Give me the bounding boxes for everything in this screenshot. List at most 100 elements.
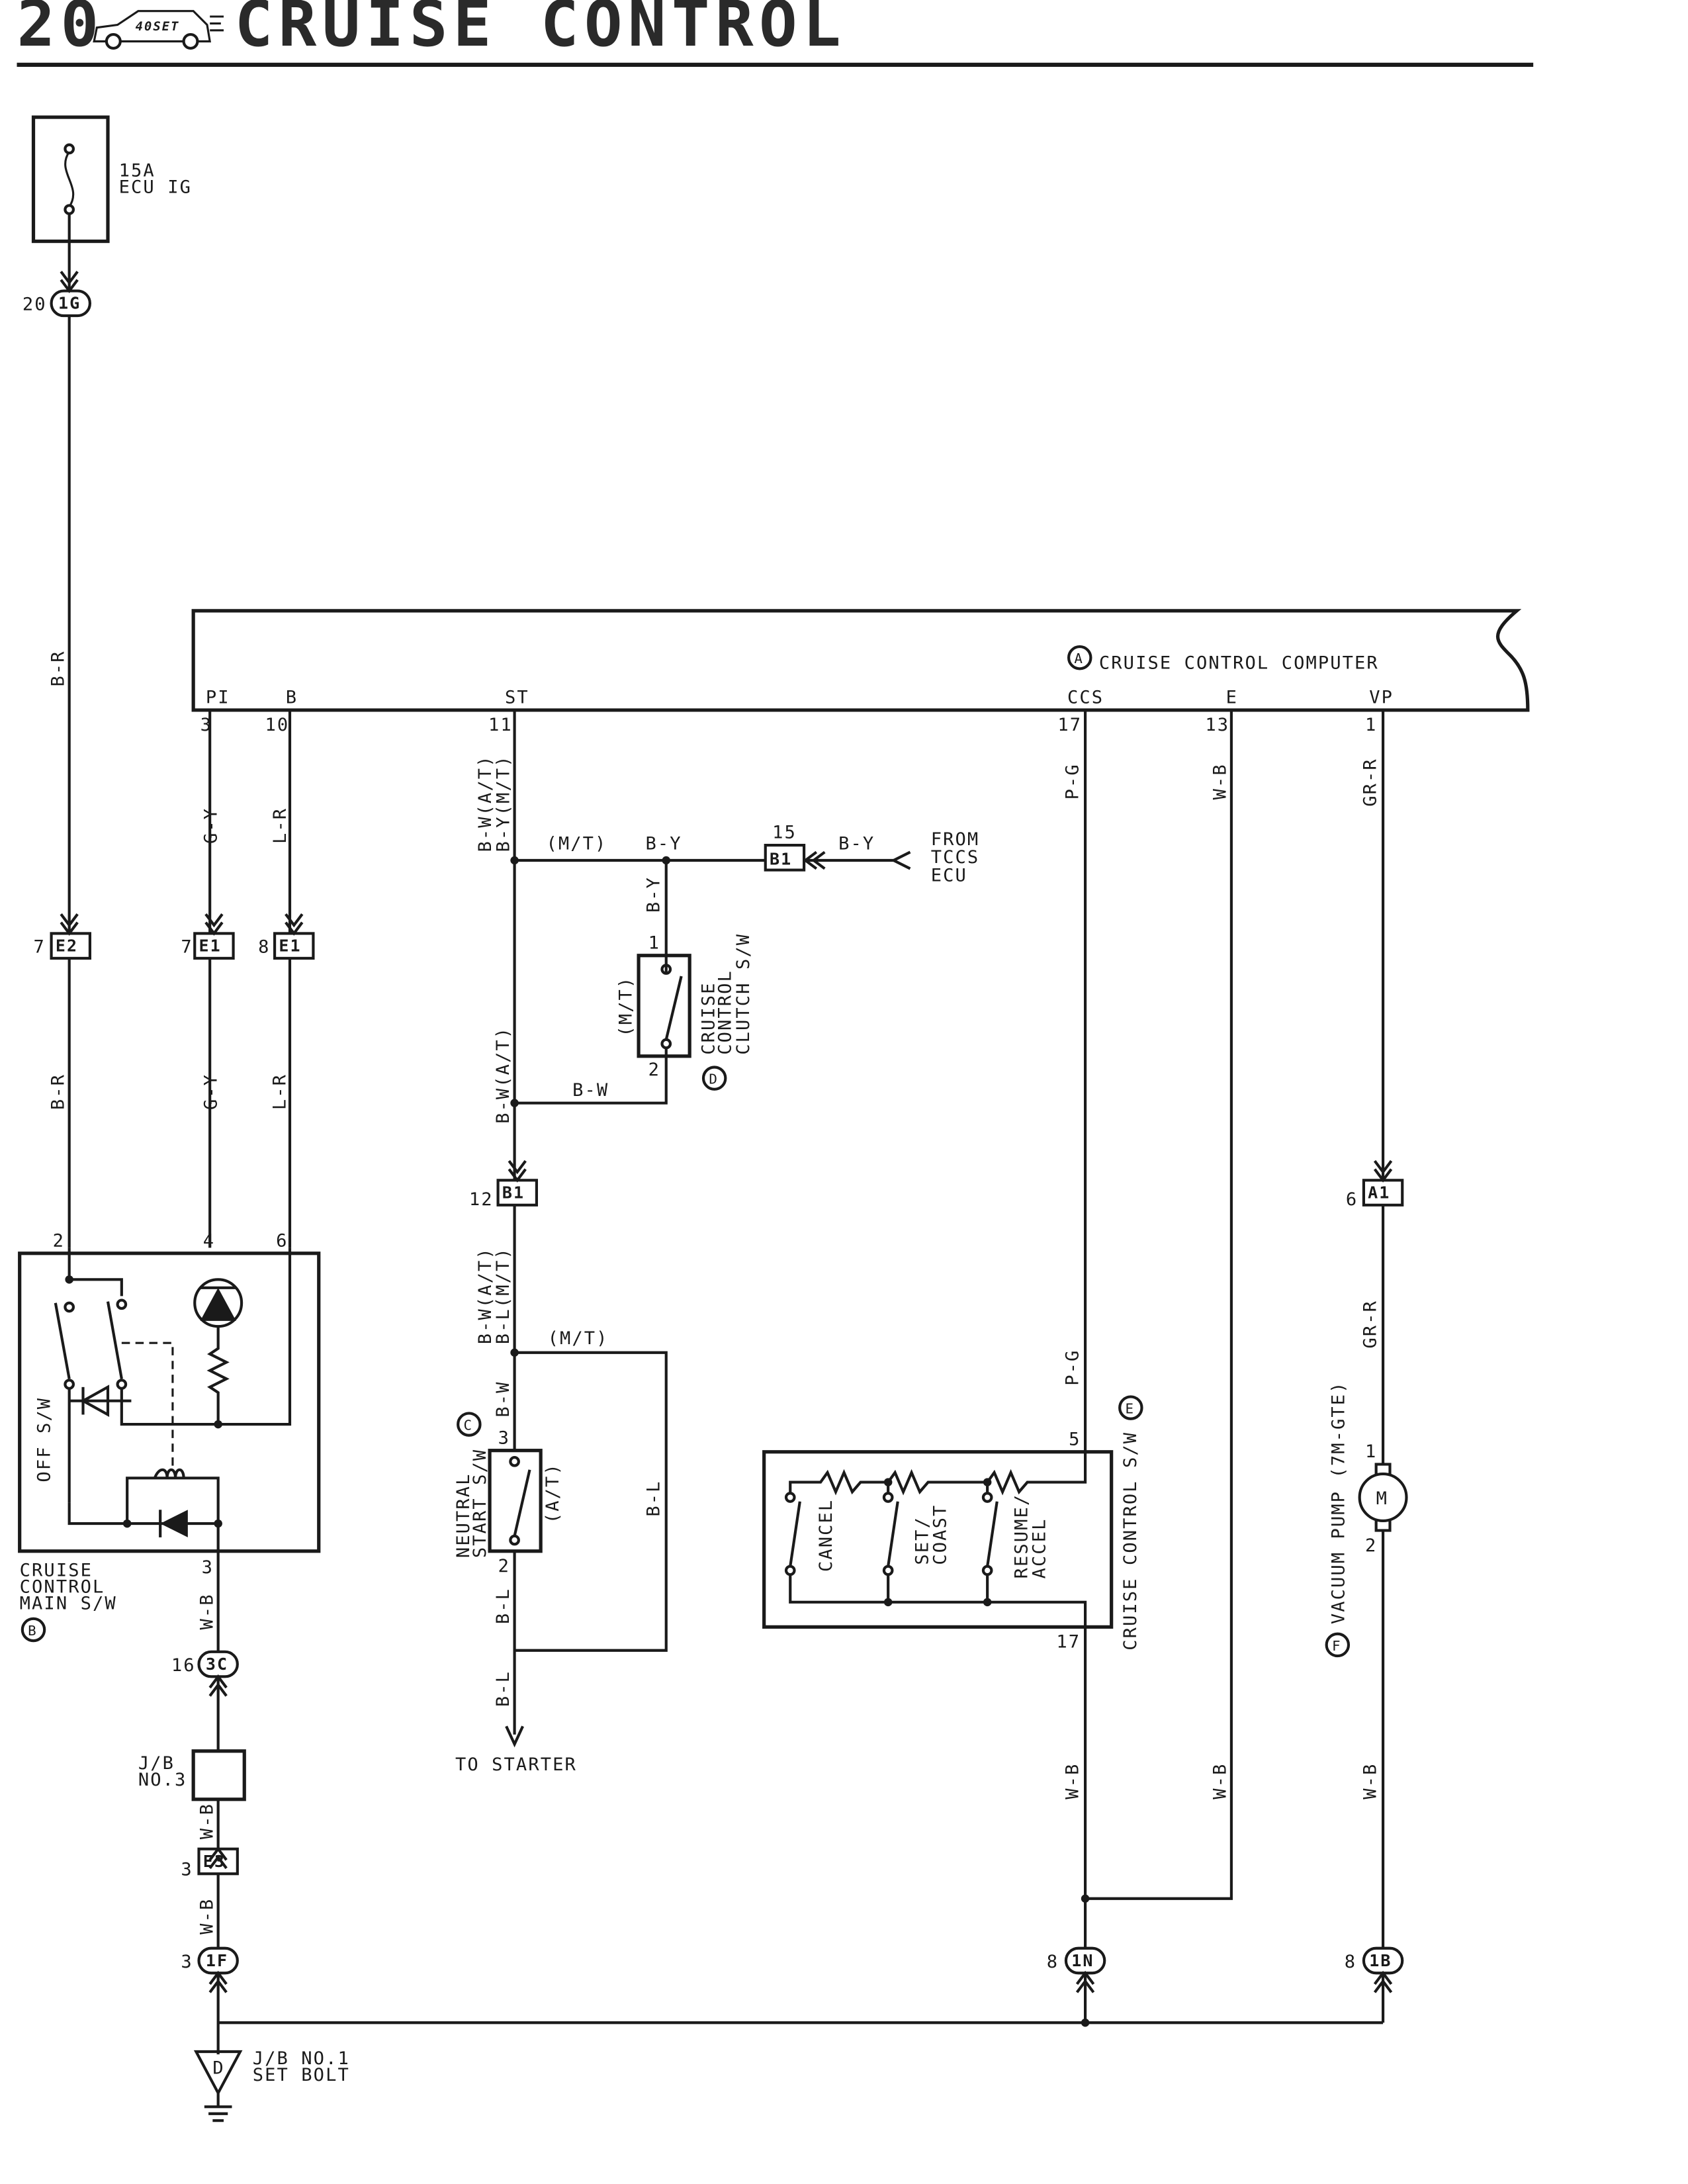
diagram-label: MAIN S/W bbox=[20, 1593, 117, 1614]
wire-label: B-W(A/T) bbox=[475, 1247, 496, 1344]
diagram-label: CRUISE bbox=[699, 981, 719, 1054]
pin-name-vp: VP bbox=[1369, 688, 1394, 708]
wires bbox=[67, 241, 1385, 2055]
chevron-icon bbox=[208, 1970, 228, 1993]
wire-label: B-Y bbox=[643, 876, 664, 913]
neutral-start-switch: 32 (A/T) NEUTRAL START S/W C TO STARTER bbox=[453, 1412, 576, 1775]
diagram-label: E bbox=[1126, 1400, 1135, 1416]
pin-name-pi: PI bbox=[206, 688, 230, 708]
chevron-icon bbox=[1373, 1970, 1393, 1993]
connector-e2: E27 bbox=[34, 932, 92, 960]
diagram-label: CONTROL bbox=[715, 970, 736, 1055]
diagram-label: E1 bbox=[199, 936, 222, 956]
diagram-label: ACCEL bbox=[1030, 1518, 1050, 1578]
wire-label: B-R bbox=[48, 1073, 68, 1110]
arrow-to-starter-icon bbox=[505, 1725, 524, 1748]
diagram-label: 3 bbox=[181, 1952, 193, 1972]
wire-label: B-W(A/T) bbox=[493, 1026, 513, 1124]
chevron-icon bbox=[1373, 1160, 1393, 1183]
wire-label: W-B bbox=[1360, 1763, 1381, 1799]
diagram-label: M bbox=[1376, 1488, 1388, 1509]
wire-label: (M/T) bbox=[548, 1328, 609, 1349]
connector-e3: E33 bbox=[181, 1847, 239, 1880]
diagram-label: J/B bbox=[138, 1753, 175, 1774]
wire-label: GR-R bbox=[1360, 1300, 1381, 1349]
pin-num-ccs: 17 bbox=[1057, 715, 1082, 735]
wire-label: B-Y bbox=[646, 833, 682, 854]
diagram-label: (A/T) bbox=[543, 1463, 563, 1524]
pin-num-st: 11 bbox=[488, 715, 513, 735]
chevron-icon bbox=[1075, 1970, 1095, 1993]
diagram-label: 4 bbox=[203, 1230, 215, 1251]
wire-label: L-R bbox=[270, 807, 290, 844]
diagram-label: 20 bbox=[22, 295, 47, 315]
wire-label: B-W bbox=[493, 1381, 513, 1417]
diagram-label: 12 bbox=[469, 1189, 494, 1210]
page-title: CRUISE CONTROL bbox=[235, 0, 846, 61]
connector-chevron-icons bbox=[60, 271, 1393, 1993]
diagram-label: 8 bbox=[1345, 1952, 1356, 1972]
diagram-label: 2 bbox=[498, 1556, 510, 1576]
diagram-label: OFF S/W bbox=[34, 1397, 54, 1482]
diagram-label: 1B bbox=[1369, 1951, 1392, 1970]
diagram-label: 6 bbox=[1346, 1189, 1358, 1210]
diagram-label: 8 bbox=[258, 937, 270, 958]
diagram-label: 8 bbox=[1047, 1952, 1059, 1972]
diagram-label: CLUTCH S/W bbox=[733, 933, 754, 1055]
diagram-label: CONTROL bbox=[20, 1576, 105, 1597]
fuse-name: ECU IG bbox=[119, 177, 192, 198]
wire-label: B-L(M/T) bbox=[493, 1247, 513, 1344]
car-logo: 40SET bbox=[93, 10, 224, 50]
chevron-icon bbox=[60, 913, 79, 936]
fuse-ecu-ig: 15A ECU IG bbox=[31, 115, 192, 244]
motor-icon bbox=[1358, 1473, 1408, 1522]
vacuum-pump: M 12 VACUUM PUMP (7M-GTE) F bbox=[1325, 1381, 1408, 1658]
diagram-label: NEUTRAL bbox=[453, 1473, 474, 1558]
from-tccs-label: FROM bbox=[931, 829, 980, 850]
diagram-label: RESUME/ bbox=[1012, 1494, 1032, 1579]
computer-letter: A bbox=[1074, 651, 1084, 666]
clutch-switch: 12 (M/T) CRUISE CONTROL CLUTCH S/W D bbox=[616, 933, 754, 1091]
diagram-label: 6 bbox=[276, 1230, 288, 1251]
pin-name-e: E bbox=[1226, 688, 1238, 708]
wire-label: W-B bbox=[1063, 1763, 1083, 1799]
wire-label: L-R bbox=[270, 1073, 290, 1110]
connector-e1-pin8: E18 bbox=[258, 932, 315, 960]
chevron-icon bbox=[508, 1160, 527, 1183]
diagram-label: START S/W bbox=[470, 1449, 490, 1558]
wire-label: W-B bbox=[197, 1593, 217, 1629]
page-number: 20 bbox=[17, 0, 105, 61]
wire-label: W-B bbox=[1210, 763, 1231, 799]
diagram-label: 2 bbox=[53, 1230, 65, 1251]
wire-label: (M/T) bbox=[547, 833, 607, 854]
diagram-label: NO.3 bbox=[138, 1770, 187, 1790]
wire-label: B-W bbox=[572, 1080, 609, 1101]
wire-label: B-Y bbox=[838, 833, 875, 854]
diagram-label: J/B NO.1 bbox=[253, 2048, 350, 2069]
connector-e1-pin7: E17 bbox=[181, 932, 235, 960]
wire-label: B-Y(M/T) bbox=[493, 754, 513, 852]
pin-name-ccs: CCS bbox=[1067, 688, 1104, 708]
diagram-label: 3 bbox=[202, 1557, 214, 1578]
connector-a1: A16 bbox=[1346, 1179, 1404, 1210]
diagram-label: CRUISE bbox=[20, 1560, 93, 1580]
diagram-label: SET BOLT bbox=[253, 2065, 350, 2085]
pin-num-e: 13 bbox=[1205, 715, 1229, 735]
pin-num-pi: 3 bbox=[200, 715, 212, 735]
wire-label: P-G bbox=[1063, 763, 1083, 799]
connector-1f: 1F3 bbox=[181, 1946, 239, 1975]
diagram-label: E2 bbox=[56, 936, 78, 956]
from-tccs-label: TCCS bbox=[931, 847, 980, 868]
diagram-label: 1 bbox=[1365, 1441, 1377, 1462]
wire-label: B-W(A/T) bbox=[475, 754, 496, 852]
diagram-label: 3 bbox=[498, 1428, 510, 1448]
pin-name-b: B bbox=[286, 688, 298, 708]
chevron-icon bbox=[285, 913, 304, 936]
diagram-label: 3C bbox=[206, 1655, 228, 1674]
chevron-icon bbox=[208, 1674, 228, 1697]
diagram-label: 2 bbox=[1365, 1535, 1377, 1556]
